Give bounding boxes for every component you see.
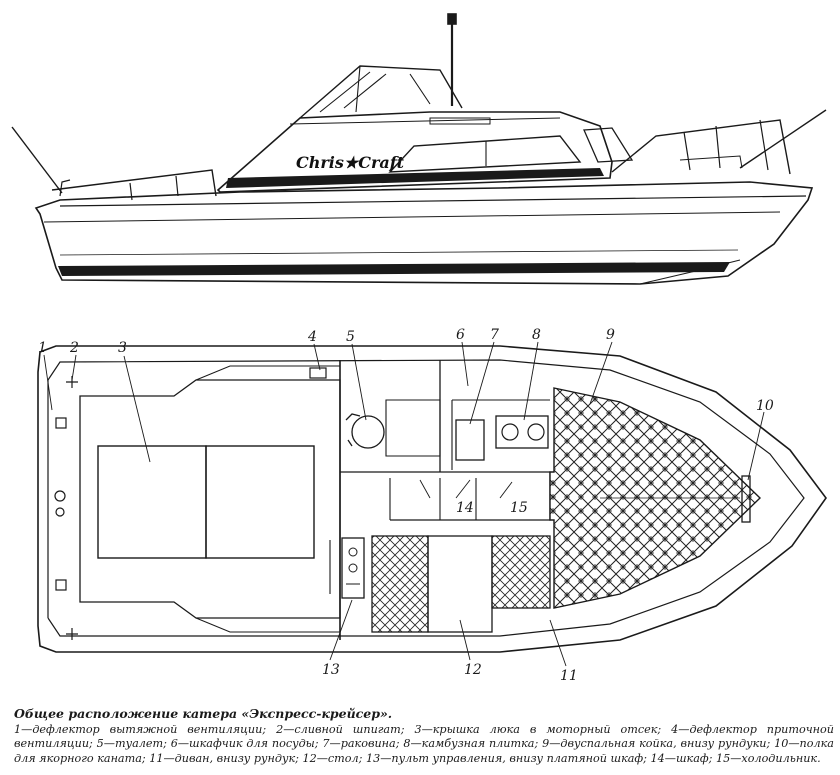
legend-item: 9—двуспальная койка, внизу рундуки; <box>542 737 774 750</box>
plan-hull-outline <box>37 345 827 653</box>
caption-title: Общее расположение катера «Экспресс-крей… <box>14 706 393 721</box>
legend-item: 8—камбузная плитка; <box>403 737 542 750</box>
legend-item-text: —дефлектор вытяжной вентиляции; <box>21 722 277 736</box>
hull-outline <box>34 181 814 285</box>
bow-whip-antenna <box>11 126 63 194</box>
table <box>427 535 493 633</box>
legend-item: 12—стол; <box>302 752 366 765</box>
leader-lines <box>43 341 765 667</box>
legend-item-number: 3 <box>414 722 422 736</box>
callout-1: 1 <box>38 340 47 356</box>
deck-fittings <box>54 367 331 640</box>
callout-14: 14 <box>456 500 474 516</box>
legend-item-number: 12 <box>302 751 317 765</box>
cockpit-outline <box>79 379 341 619</box>
control-console <box>341 537 365 599</box>
callout-6: 6 <box>456 327 465 343</box>
legend-item: 4—дефлектор приточной вентиляции; <box>14 723 834 751</box>
callout-9: 9 <box>606 327 615 343</box>
anchor-shelf <box>741 475 751 523</box>
legend-item-number: 8 <box>403 737 411 751</box>
caption-legend: 1—дефлектор вытяжной вентиляции; 2—сливн… <box>14 723 834 767</box>
legend-item-text: —стол; <box>316 751 366 765</box>
callout-8: 8 <box>532 327 541 343</box>
figure-caption: Общее расположение катера «Экспресс-крей… <box>14 706 834 767</box>
legend-item-number: 10 <box>774 737 789 751</box>
callout-5: 5 <box>346 329 355 345</box>
sofa-right <box>491 535 551 609</box>
plan-view <box>37 341 827 667</box>
legend-item-text: —пульт управления, внизу платяной шкаф; <box>380 751 651 765</box>
bow-rail <box>51 169 217 197</box>
legend-item-number: 1 <box>14 722 22 736</box>
callout-12: 12 <box>464 662 482 678</box>
callout-2: 2 <box>69 340 79 356</box>
legend-item: 2—сливной шпигат; <box>276 723 414 736</box>
legend-item-text: —раковина; <box>329 737 404 751</box>
legend-item-text: —шкаф; <box>664 751 716 765</box>
legend-item-text: —диван, внизу рундук; <box>163 751 303 765</box>
callout-numbers: 1 2 3 4 5 6 7 8 9 10 11 12 13 14 15 <box>38 327 774 684</box>
callout-7: 7 <box>490 327 499 343</box>
cabin-window <box>388 135 582 173</box>
legend-item-text: —сливной шпигат; <box>283 722 415 736</box>
legend-item: 7—раковина; <box>322 737 403 750</box>
legend-item: 14—шкаф; <box>651 752 716 765</box>
brand-logo-text: Chris★Craft <box>296 153 405 172</box>
legend-item: 13—пульт управления, внизу платяной шкаф… <box>366 752 651 765</box>
callout-4: 4 <box>307 329 317 345</box>
legend-item: 11—диван, внизу рундук; <box>149 752 302 765</box>
legend-item-text: —крышка люка в моторный отсек; <box>421 722 672 736</box>
callout-15: 15 <box>510 500 528 516</box>
legend-item-number: 2 <box>276 722 284 736</box>
legend-item-number: 5 <box>96 737 104 751</box>
legend-item-number: 14 <box>650 751 665 765</box>
callout-10: 10 <box>756 398 774 414</box>
legend-item-number: 11 <box>149 751 164 765</box>
engine-hatch-left <box>97 445 207 559</box>
legend-item: 6—шкафчик для посуды; <box>171 737 323 750</box>
side-view: Chris★Craft <box>11 13 827 285</box>
callout-3: 3 <box>118 340 127 356</box>
legend-item: 15—холодильник. <box>716 752 821 765</box>
legend-item-number: 4 <box>671 722 679 736</box>
sofa-left <box>371 535 429 633</box>
callout-13: 13 <box>322 662 340 678</box>
legend-item: 3—крышка люка в моторный отсек; <box>414 723 671 736</box>
legend-item-text: —туалет; <box>103 737 171 751</box>
toilet <box>345 413 385 449</box>
legend-item: 5—туалет; <box>97 737 171 750</box>
legend-item-text: —дефлектор приточной вентиляции; <box>14 722 834 751</box>
windshield <box>583 127 634 163</box>
cabin-stripe <box>226 168 604 188</box>
legend-item-text: —шкафчик для посуды; <box>177 737 323 751</box>
legend-item-text: —холодильник. <box>730 751 821 765</box>
engine-hatch-right <box>205 445 315 559</box>
galley-stove <box>495 415 549 449</box>
legend-item-number: 9 <box>542 737 550 751</box>
stern-rail <box>611 119 791 175</box>
boat-drawing: Chris★Craft <box>11 13 827 684</box>
legend-item-text: —камбузная плитка; <box>410 737 543 751</box>
legend-item-text: —полка для якорного каната; <box>14 737 834 765</box>
legend-item-number: 15 <box>715 751 731 765</box>
legend-item-number: 13 <box>365 751 381 765</box>
legend-item-number: 6 <box>170 737 178 751</box>
legend-item: 10—полка для якорного каната; <box>14 737 834 765</box>
hull-stripe <box>58 262 730 276</box>
sink <box>455 419 485 461</box>
legend-item: 1—дефлектор вытяжной вентиляции; <box>14 723 276 736</box>
callout-11: 11 <box>560 668 578 684</box>
legend-item-number: 7 <box>322 737 330 751</box>
legend-item-text: —двуспальная койка, внизу рундуки; <box>549 737 775 751</box>
cabin-superstructure <box>216 111 613 193</box>
